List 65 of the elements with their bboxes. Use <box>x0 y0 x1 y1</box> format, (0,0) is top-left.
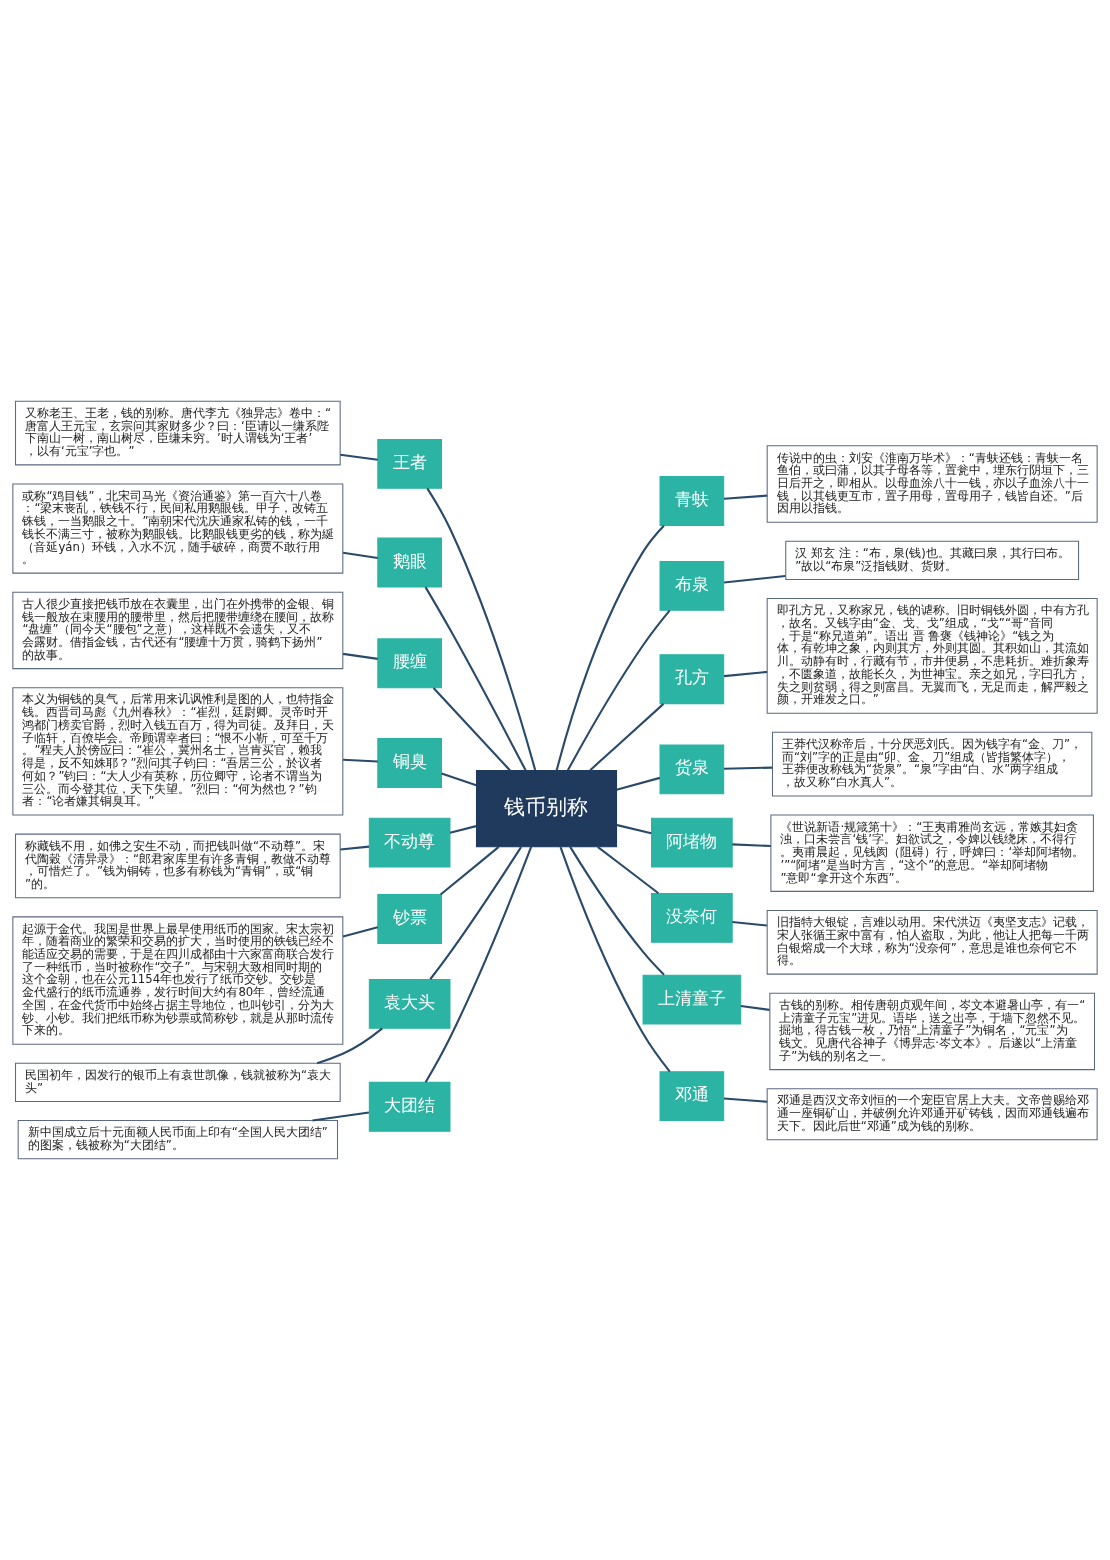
node-box: 铜臭 <box>377 738 442 788</box>
connector <box>569 846 665 976</box>
connector <box>340 845 370 851</box>
node-box: 不动尊 <box>368 817 451 868</box>
connector <box>566 609 671 771</box>
connector <box>342 926 378 938</box>
connector <box>441 772 477 787</box>
node-box: 又称老王、王老，钱的别称。唐代李亢《独异志》卷中：“唐富人王元宝，玄宗问其家财多少？曰：‘臣请以一缣系陛下南山一树，南山树尽，臣缣未穷。’时人谓钱为‘王者’，以有‘元宝’字也。” <box>15 400 341 466</box>
connector <box>343 758 378 763</box>
node-box: 民国初年，因发行的银币上有袁世凯像，钱就被称为“袁大头” <box>15 1062 341 1102</box>
node-box: 钱币别称 <box>475 769 618 848</box>
connector <box>424 846 533 1083</box>
connector <box>589 703 665 771</box>
node-box: 钞票 <box>377 894 442 944</box>
connector <box>723 670 768 678</box>
node-box: 古钱的别称。相传唐朝贞观年间，岑文本避暑山亭，有一“上清童子元宝”进见。语毕，送之出亭，于墙下忽然不见。掘地，得古钱一枚，乃悟“上清童子”为铜名，“元宝”为钱文。见唐代谷神子《博异志·岑文本》。后遂以“上清童子”为钱的别名之一。 <box>769 992 1095 1071</box>
connector <box>449 825 477 834</box>
connector <box>429 846 522 980</box>
connector <box>340 453 378 461</box>
connector <box>426 487 537 771</box>
connector <box>342 551 378 559</box>
connector <box>342 652 378 660</box>
node-box: 本义为铜钱的臭气，后常用来讥讽惟利是图的人，也特指金钱。西晋司马彪《九州春秋》：“崔烈，廷尉卿。灵帝时开鸿都门榜卖官爵，烈时入钱五百万，得为司徒。及拜日，天子临轩，百僚毕会。帝顾谓幸者曰：“恨不小靳，可至千万。”程夫人於傍应曰：“崔公，冀州名士，岂肯买官，赖我得是，反不知姝耶？”烈问其子钧曰：“吾居三公，於议者何如？”钧曰：“大人少有英称，历位卿守，论者不谓当为三公。而今登其位，天下失望。”烈曰：“何为然也？”钧者：“论者嫌其铜臭耳。” <box>12 687 344 816</box>
node-box: 旧指特大银锭，言难以动用。宋代洪迈《夷坚支志》记载，宋人张循王家中富有，怕人盗取，为此，他让人把每一千两白银熔成一个大球，称为“没奈何”，意思是谁也奈何它不得。 <box>766 909 1098 975</box>
node-box: 称藏钱不用，如佛之安生不动，而把钱叫做“不动尊”。宋代陶穀《清异录》：“郎君家库里有许多青铜，教做不动尊，可惜烂了。”钱为铜铸，也多有称钱为“青铜”，或“铜”的。 <box>15 833 341 899</box>
node-box: 鹅眼 <box>377 537 442 588</box>
node-box: 汉 郑玄 注：“布，泉(钱)也。其藏曰泉，其行曰布。”故以“布泉”泛指钱财、货财。 <box>785 540 1080 580</box>
connector <box>732 843 771 848</box>
connector <box>740 1004 770 1011</box>
node-box: 王者 <box>377 438 442 489</box>
node-box: 青蚨 <box>659 476 725 526</box>
connector <box>616 776 661 791</box>
connector <box>555 525 665 771</box>
node-box: 古人很少直接把钱币放在衣囊里，出门在外携带的金银、铜钱一般放在束腰用的腰带里，然后把腰带缠绕在腰间，故称“盘缠”（同今天“腰包”之意），这样既不会遗失，又不会露财。借指金钱，古代还有“腰缠十万贯，骑鹤下扬州”的故事。 <box>12 591 344 670</box>
node-box: 没奈何 <box>651 893 733 943</box>
node-box: 袁大头 <box>368 978 451 1029</box>
node-box: 大团结 <box>368 1081 451 1132</box>
connector <box>439 846 500 896</box>
connector <box>312 1111 370 1122</box>
node-box: 王莽代汉称帝后，十分厌恶刘氏。因为钱字有“金、刀”，而“刘”字的正是由“卯、金、刀”组成（皆指繁体字），王莽便改称钱为“货泉”。“泉”字由“白、水”两字组成，故又称“白水真人”。 <box>771 731 1093 797</box>
node-box: 阿堵物 <box>651 817 733 868</box>
node-box: 孔方 <box>659 654 725 705</box>
connector <box>316 1027 383 1065</box>
connector <box>724 1097 768 1103</box>
node-box: 布泉 <box>659 560 725 611</box>
node-box: 《世说新语·规箴第十》：“王夷甫雅尚玄远，常嫉其妇贪浊，口未尝言‘钱’字。妇欲试之，令婢以钱绕床，不得行。夷甫晨起，见钱阂（阻碍）行，呼婢曰：‘举却阿堵物。’”“阿堵”是当时方言，“这个”的意思。“举却阿堵物”意即“拿开这个东西”。 <box>770 814 1094 892</box>
connector <box>616 824 652 835</box>
connector <box>723 574 786 584</box>
connector <box>559 846 671 1073</box>
node-box: 邓通 <box>659 1071 725 1122</box>
connector <box>724 494 768 500</box>
node-box: 新中国成立后十元面额人民币面上印有“全国人民大团结”的图案，钱被称为“大团结”。 <box>17 1120 339 1160</box>
node-box: 起源于金代。我国是世界上最早使用纸币的国家。宋太宗初年，随着商业的繁荣和交易的扩大，当时使用的铁钱已经不能适应交易的需要，于是在四川成都由十六家富商联合发行了一种纸币，当时被称作“交子”。与宋朝大致相同时期的这个金朝，也在公元1154年也发行了纸币交钞。交钞是金代盛行的纸币流通券，发行时间大约有80年，曾经流通全国，在金代货币中始终占据主导地位，也叫钞引，分为大钞、小钞。我们把纸币称为钞票或简称钞，就是从那时流传下来的。 <box>12 916 344 1045</box>
node-box: 上清童子 <box>642 974 742 1025</box>
connector <box>597 846 660 895</box>
node-box: 邓通是西汉文帝刘恒的一个宠臣官居上大夫。文帝曾赐给邓通一座铜矿山，并破例允许邓通开矿铸钱，因而邓通钱遍布天下。因此后世“邓通”成为钱的别称。 <box>766 1088 1098 1141</box>
connector <box>432 687 511 772</box>
connector <box>724 766 773 770</box>
connector <box>732 920 767 927</box>
node-box: 传说中的虫：刘安《淮南万毕术》：“青蚨还钱：青蚨一名鱼伯，或曰蒲，以其子母各等，置瓮中，埋东行阴垣下，三日后开之，即相从。以母血涂八十一钱，亦以子血涂八十一钱，以其钱更互市，置子用母，置母用子，钱皆自还。”后因用以指钱。 <box>766 445 1098 523</box>
node-box: 腰缠 <box>377 638 442 689</box>
node-box: 即孔方兄，又称家兄，钱的谑称。旧时铜钱外圆，中有方孔，故名。又钱字由“金、戈、戈”组成，“戈”“哥”音同，于是“称兄道弟”。语出 晋 鲁褒《钱神论》“钱之为体，有乾坤之象，内则其方，外则其圆。其积如山，其流如川。动静有时，行藏有节，市井便易，不患耗折。难折象寿，不匮象道，故能长久，为世神宝。亲之如兄，字曰孔方，失之则贫弱，得之则富昌。无翼而飞，无足而走，解严毅之颜，开难发之口。” <box>766 598 1098 714</box>
node-box: 或称“鸡目钱”，北宋司马光《资治通鉴》第一百六十八卷：“梁末丧乱，铁钱不行，民间私用鹅眼钱。甲子，改铸五铢钱，一当鹅眼之十。”南朝宋代沈庆通家私铸的钱，一千钱长不满三寸，被称为鹅眼钱。比鹅眼钱更劣的钱，称为綖（音延yán）环钱，入水不沉，随手破碎，商贾不敢行用。 <box>12 483 344 574</box>
connector <box>424 586 527 771</box>
node-box: 货泉 <box>659 744 725 795</box>
